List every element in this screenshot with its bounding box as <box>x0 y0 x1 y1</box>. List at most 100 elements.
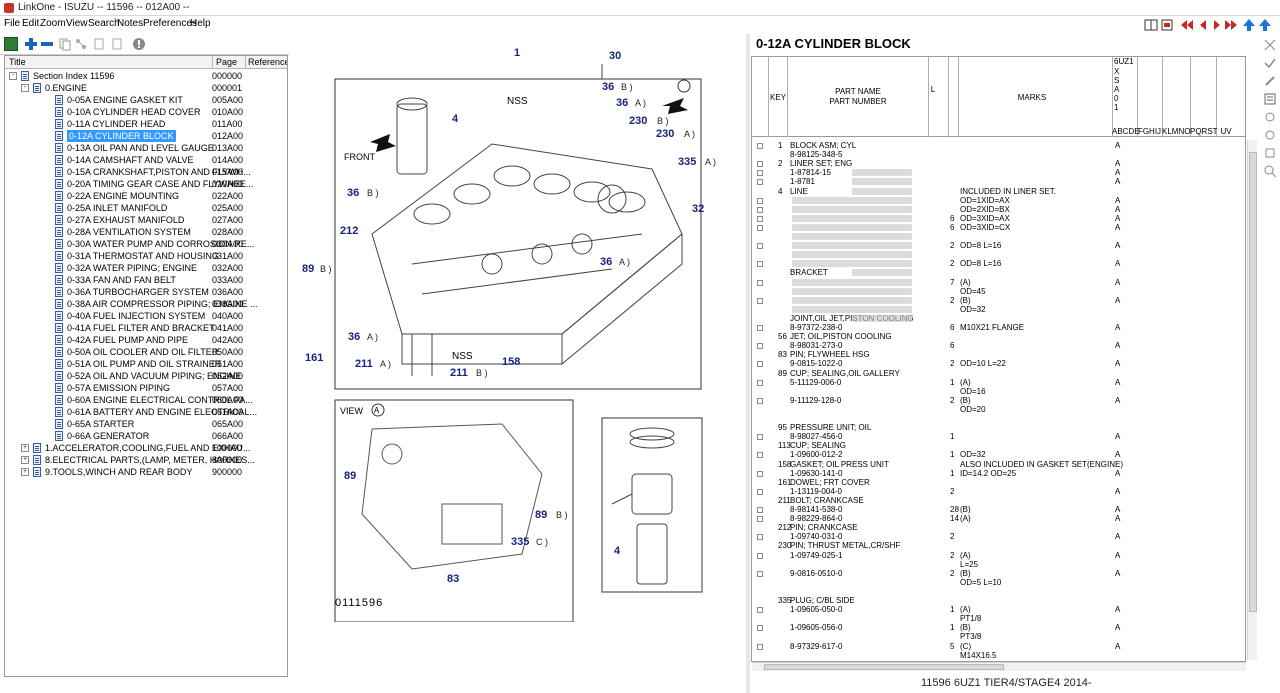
tree-item-label[interactable]: 0-12A CYLINDER BLOCK <box>67 130 176 142</box>
table-row[interactable]: PT3/8 <box>752 632 1245 641</box>
callout-230-b[interactable]: 230 <box>629 115 647 127</box>
tree-item-label[interactable]: 0-22A ENGINE MOUNTING <box>67 191 180 201</box>
col-page[interactable]: Page <box>216 57 238 67</box>
callout-211-b[interactable]: 211 <box>450 367 468 379</box>
expand-icon[interactable]: + <box>21 444 29 452</box>
copy-icon[interactable] <box>58 37 72 51</box>
callout-83[interactable]: 83 <box>447 573 459 585</box>
table-row[interactable]: OD=20 <box>752 405 1245 414</box>
back-page-icon[interactable] <box>92 37 106 51</box>
callout-36-a-low[interactable]: 36 <box>348 331 360 343</box>
row-checkbox[interactable] <box>757 434 763 441</box>
parts-vertical-scrollbar[interactable] <box>1247 140 1257 660</box>
menu-zoom[interactable]: Zoom <box>40 18 66 29</box>
tree-item-label[interactable]: 0-32A WATER PIPING; ENGINE <box>67 263 198 273</box>
tree-item-label[interactable]: 0-20A TIMING GEAR CASE AND FLYWHEE... <box>67 179 254 189</box>
table-row[interactable]: 8-98125-348-5 <box>752 150 1245 159</box>
edit-icon[interactable] <box>1263 74 1277 88</box>
tree-item[interactable]: 0-15A CRANKSHAFT,PISTON AND FLYWH...015A… <box>5 166 287 178</box>
tree-item[interactable]: 0-30A WATER PUMP AND CORROSION RE...030A… <box>5 238 287 250</box>
col-reference[interactable]: Reference <box>248 57 288 67</box>
callout-30[interactable]: 30 <box>609 50 621 62</box>
expand-icon[interactable]: + <box>21 468 29 476</box>
row-checkbox[interactable] <box>757 507 763 513</box>
checkmark-icon[interactable] <box>1263 56 1277 70</box>
collapse-minus-icon[interactable] <box>40 37 54 51</box>
tree-item-label[interactable]: 0-25A INLET MANIFOLD <box>67 203 168 213</box>
collapse-icon[interactable]: - <box>21 84 29 92</box>
tree-item-label[interactable]: 0-40A FUEL INJECTION SYSTEM <box>67 311 206 321</box>
table-row[interactable]: JOINT,OIL JET,PISTON COOLING <box>752 314 1245 323</box>
callout-212[interactable]: 212 <box>340 225 358 237</box>
tree-item-label[interactable]: 0-36A TURBOCHARGER SYSTEM <box>67 287 209 297</box>
tree-item-label[interactable]: 0-52A OIL AND VACUUM PIPING; ENGINE <box>67 371 242 381</box>
row-checkbox[interactable] <box>757 643 763 650</box>
tree-item[interactable]: 0-38A AIR COMPRESSOR PIPING; ENGINE ...0… <box>5 298 287 310</box>
menu-file[interactable]: File <box>4 18 21 29</box>
row-checkbox[interactable] <box>757 607 763 614</box>
tree-item-label[interactable]: 0-50A OIL COOLER AND OIL FILTER <box>67 347 219 357</box>
first-page-icon[interactable] <box>1180 18 1194 32</box>
zoom-fit-icon[interactable] <box>1263 38 1277 52</box>
up-level-icon[interactable] <box>1258 18 1272 32</box>
menu-notes[interactable]: Notes <box>117 18 144 29</box>
tree-item-label[interactable]: 0-15A CRANKSHAFT,PISTON AND FLYWH... <box>67 167 251 177</box>
row-checkbox[interactable] <box>757 452 763 459</box>
callout-36-b-left[interactable]: 36 <box>347 187 359 199</box>
table-row[interactable] <box>752 232 1245 241</box>
tree-item-label[interactable]: 8.ELECTRICAL PARTS,(LAMP, METER, HARNES.… <box>45 455 255 465</box>
tree-item-label[interactable]: 0-11A CYLINDER HEAD <box>67 119 166 129</box>
table-row[interactable]: PT1/8 <box>752 614 1245 623</box>
print-icon[interactable] <box>1160 18 1174 32</box>
menu-view[interactable]: View <box>66 18 88 29</box>
up-arrow-icon[interactable] <box>1242 18 1256 32</box>
tree-item-label[interactable]: 0-51A OIL PUMP AND OIL STRAINER <box>67 359 222 369</box>
link-icon[interactable] <box>1263 128 1277 142</box>
row-checkbox[interactable] <box>757 625 763 632</box>
callout-36-b-top[interactable]: 36 <box>602 81 614 93</box>
book-icon[interactable] <box>1144 18 1158 32</box>
row-checkbox[interactable] <box>757 143 763 149</box>
tree-item-label[interactable]: 0-05A ENGINE GASKET KIT <box>67 95 183 105</box>
tree-item-label[interactable]: 0-38A AIR COMPRESSOR PIPING; ENGINE ... <box>67 299 258 309</box>
tree-item-label[interactable]: 0-28A VENTILATION SYSTEM <box>67 227 191 237</box>
row-checkbox[interactable] <box>757 397 763 404</box>
panel-splitter[interactable] <box>746 34 750 693</box>
row-checkbox[interactable] <box>757 361 763 368</box>
row-checkbox[interactable] <box>757 297 763 304</box>
tools-icon[interactable] <box>1263 146 1277 160</box>
row-checkbox[interactable] <box>757 534 763 541</box>
table-row[interactable]: OD=5 L=10 <box>752 578 1245 587</box>
table-row[interactable]: OD=32 <box>752 305 1245 314</box>
tree-item-label[interactable]: 0-57A EMISSION PIPING <box>67 383 171 393</box>
